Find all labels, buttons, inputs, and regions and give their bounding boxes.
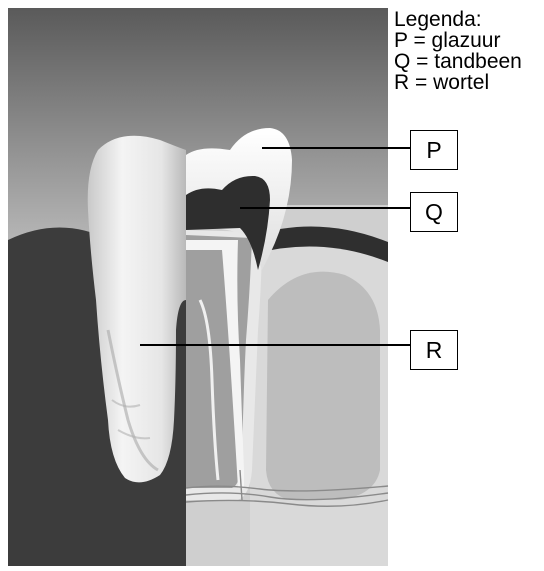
label-r: R	[410, 330, 458, 370]
legend: Legenda: P = glazuur Q = tandbeen R = wo…	[394, 9, 522, 93]
legend-title: Legenda:	[394, 9, 522, 30]
legend-item-q: Q = tandbeen	[394, 51, 522, 72]
bone-inner	[266, 272, 380, 500]
legend-item-p: P = glazuur	[394, 30, 522, 51]
label-q: Q	[410, 192, 458, 232]
legend-item-r: R = wortel	[394, 72, 522, 93]
label-p: P	[410, 130, 458, 170]
